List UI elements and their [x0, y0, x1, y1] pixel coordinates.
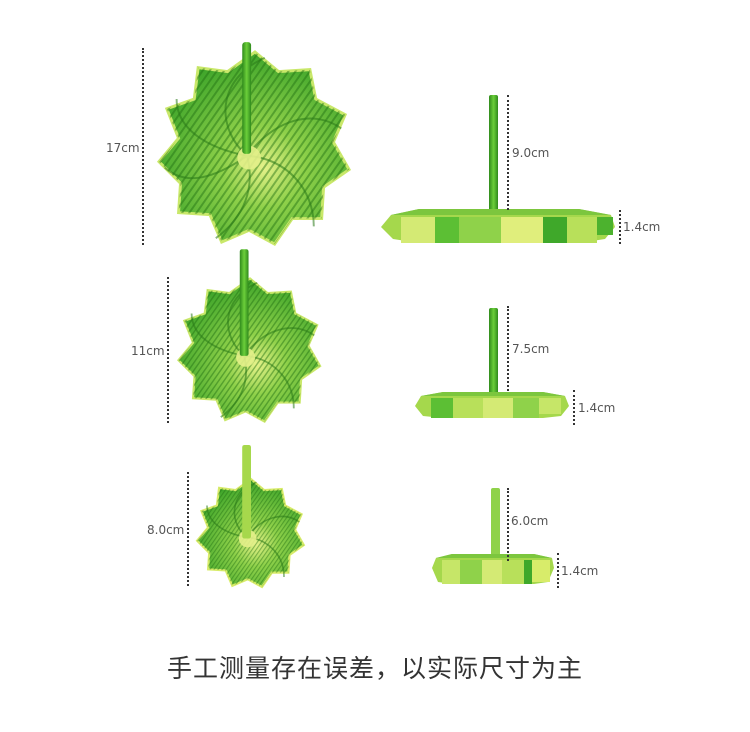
base-height-label-large: 1.4cm: [623, 220, 661, 234]
measurement-disclaimer-caption: 手工测量存在误差，以实际尺寸为主: [166, 654, 583, 683]
spinner-side-view-medium: [415, 308, 569, 418]
base-height-label-medium: 1.4cm: [578, 401, 616, 415]
diameter-label-medium: 11cm: [131, 344, 165, 358]
stem-height-label-small: 6.0cm: [511, 514, 549, 528]
spinner-top-view-large: [156, 42, 352, 246]
base-dimension-line-medium: [573, 390, 575, 425]
spinner-top-view-medium: [176, 249, 322, 423]
base-height-label-small: 1.4cm: [561, 564, 599, 578]
base-dimension-line-large: [619, 210, 621, 244]
stem-height-label-large: 9.0cm: [512, 146, 550, 160]
spinner-side-view-large: [381, 95, 615, 243]
stem-height-label-medium: 7.5cm: [512, 342, 550, 356]
diameter-label-small: 8.0cm: [147, 523, 185, 537]
spinner-top-view-small: [195, 445, 306, 589]
diameter-dimension-line-small: [187, 472, 189, 586]
stem-dimension-line-large: [507, 95, 509, 210]
diameter-label-large: 17cm: [106, 141, 140, 155]
stem-dimension-line-medium: [507, 306, 509, 391]
base-dimension-line-small: [557, 553, 559, 588]
diameter-dimension-line-large: [142, 48, 144, 245]
stem-dimension-line-small: [507, 488, 509, 561]
diameter-dimension-line-medium: [167, 277, 169, 423]
spinner-side-view-small: [432, 488, 554, 584]
